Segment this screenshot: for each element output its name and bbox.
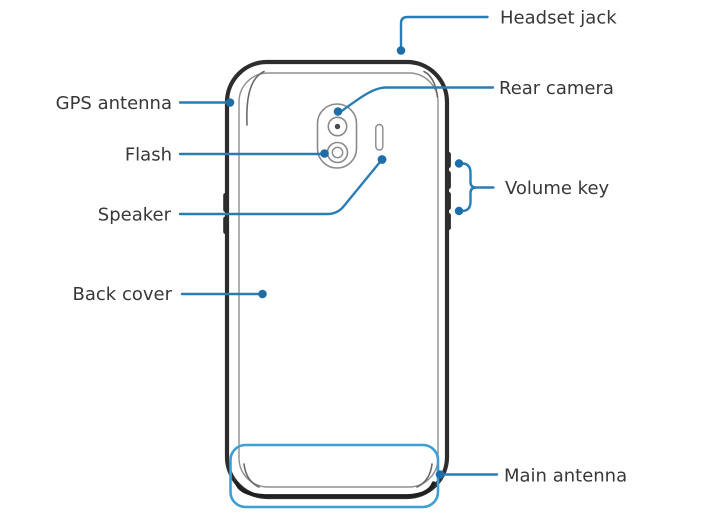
callout-headset-jack-line bbox=[399, 15, 489, 51]
seam-corner-tick-bottom-left bbox=[243, 463, 260, 488]
callout-speaker-dot bbox=[377, 155, 387, 164]
rear-camera-lens-pupil bbox=[334, 123, 341, 130]
back-cover-seam bbox=[238, 72, 439, 488]
callout-volume-key-bracket bbox=[458, 162, 495, 213]
label-headset-jack: Headset jack bbox=[500, 8, 617, 29]
label-gps-antenna: GPS antenna bbox=[56, 93, 172, 114]
label-rear-camera: Rear camera bbox=[499, 78, 614, 99]
callout-back-cover-dot bbox=[258, 289, 267, 299]
power-key-lower bbox=[223, 216, 228, 234]
volume-key-up-ridge bbox=[446, 171, 451, 189]
phone-body-group bbox=[223, 59, 451, 509]
label-back-cover: Back cover bbox=[73, 284, 173, 305]
flash-led-inner bbox=[331, 146, 344, 159]
power-key bbox=[223, 193, 228, 212]
callout-headset-jack-dot bbox=[396, 46, 406, 55]
volume-key-down bbox=[446, 213, 451, 230]
callout-rear-camera-line bbox=[337, 86, 495, 115]
bottom-edge-arc bbox=[234, 481, 436, 498]
volume-key-up bbox=[446, 152, 451, 168]
label-volume-key: Volume key bbox=[505, 178, 610, 199]
label-flash: Flash bbox=[125, 145, 172, 166]
seam-corner-tick-bottom-right bbox=[416, 463, 433, 488]
callout-volume-key-dot-top bbox=[454, 159, 464, 168]
callout-gps-antenna-dot bbox=[225, 98, 235, 107]
callouts-group bbox=[178, 15, 499, 479]
seam-corner-tick-top-left bbox=[246, 70, 265, 126]
callout-main-antenna-dot bbox=[435, 470, 445, 479]
speaker-slot bbox=[375, 123, 384, 151]
labels-group: Headset jack Rear camera Volume key Main… bbox=[56, 8, 627, 487]
seam-corner-tick-top-right bbox=[423, 70, 439, 98]
label-speaker: Speaker bbox=[98, 205, 172, 226]
callout-flash-dot bbox=[320, 149, 329, 158]
callout-speaker-line bbox=[178, 160, 382, 216]
callout-rear-camera-dot bbox=[333, 107, 343, 116]
volume-key-down-ridge bbox=[446, 192, 451, 210]
label-main-antenna: Main antenna bbox=[504, 466, 627, 487]
callout-volume-key-dot-bottom bbox=[454, 206, 464, 216]
